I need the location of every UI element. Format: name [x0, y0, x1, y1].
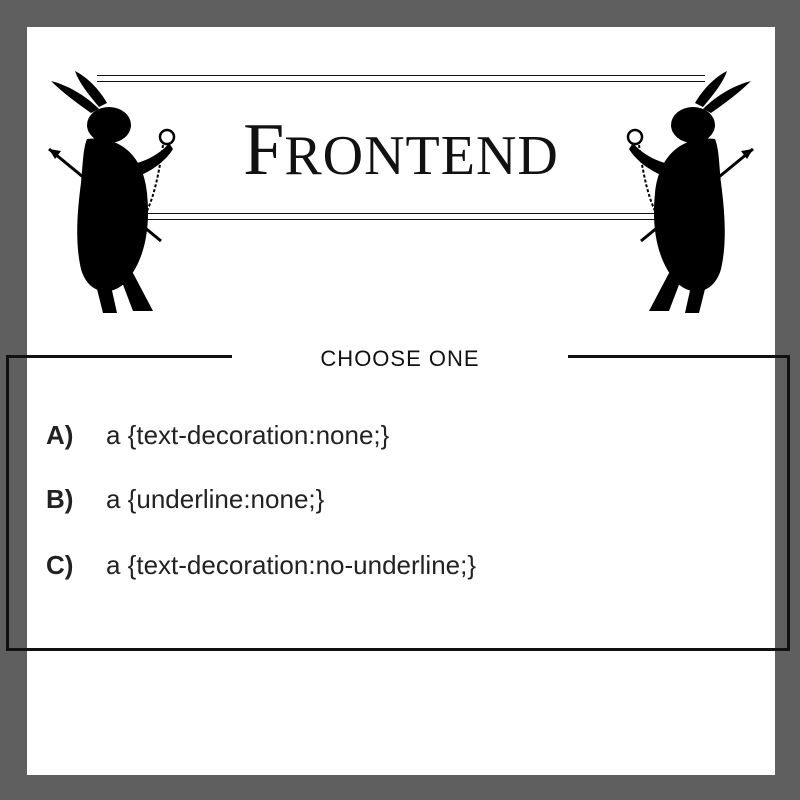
option-b-letter: B)	[46, 484, 74, 514]
option-b-text: a {underline:none;}	[106, 484, 325, 514]
option-c[interactable]: C) a {text-decoration:no-underline;}	[46, 550, 476, 581]
page-title: FRONTEND	[167, 113, 635, 187]
banner-rule-top-2	[97, 81, 705, 82]
option-c-text: a {text-decoration:no-underline;}	[106, 550, 477, 580]
option-c-letter: C)	[46, 550, 74, 580]
choose-one-heading: CHOOSE ONE	[320, 346, 480, 371]
rabbit-silhouette-icon	[626, 71, 754, 313]
option-b[interactable]: B) a {underline:none;}	[46, 484, 324, 515]
banner-rule-bottom-2	[97, 219, 705, 220]
option-a-letter: A)	[46, 420, 74, 450]
option-a[interactable]: A) a {text-decoration:none;}	[46, 420, 389, 451]
title-rest: RONTEND	[284, 125, 559, 187]
frame-gap	[232, 346, 568, 366]
option-a-text: a {text-decoration:none;}	[106, 420, 390, 450]
rabbit-silhouette-icon	[48, 71, 176, 313]
banner-rule-bottom-1	[97, 213, 705, 214]
banner-rule-top-1	[97, 75, 705, 76]
title-initial: F	[243, 109, 285, 191]
